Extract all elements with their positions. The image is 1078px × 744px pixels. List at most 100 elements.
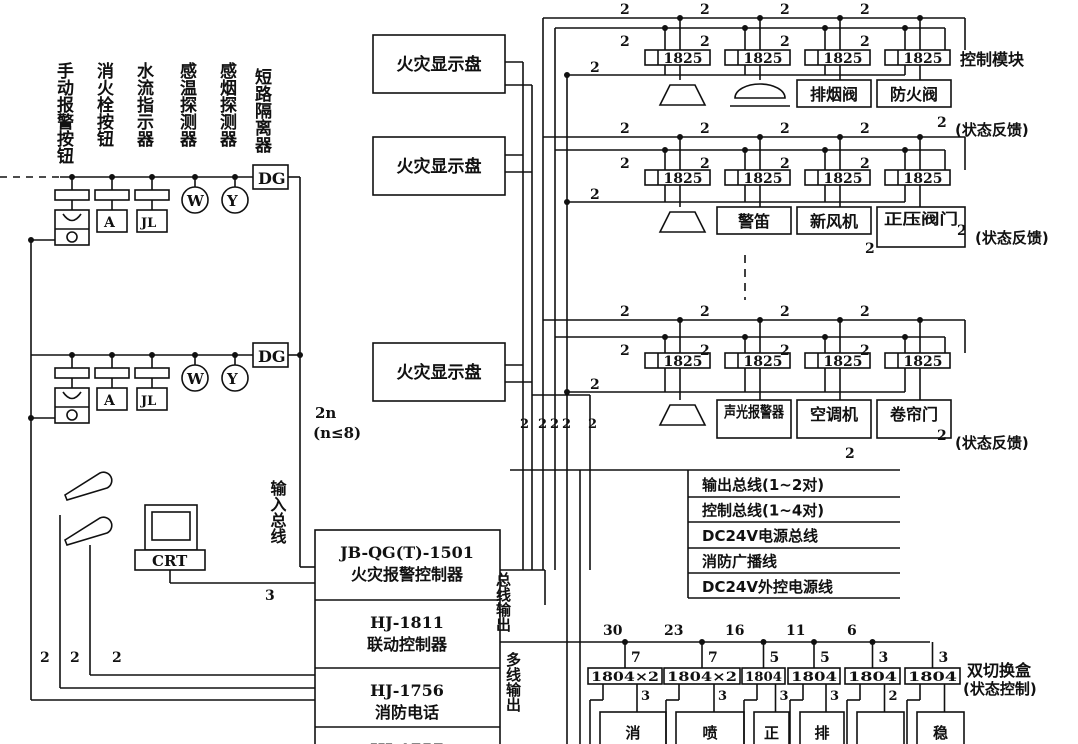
device-label-0: 手动报警按钮 [53,61,75,165]
control-module [884,169,951,186]
display-wire-count: 2 [520,417,529,432]
wire-count: 2 [620,156,630,172]
fire-phone-icon [64,516,113,546]
display-wire-count: 2 [538,417,547,432]
smoke-symbol: Y [226,370,238,388]
device-box [716,399,792,439]
hydrant-symbol: A [103,215,116,231]
module-label: 1825 [824,171,863,187]
controller-name: 消防电话 [375,703,439,722]
device-box [796,79,872,108]
wire-count: 2 [889,689,898,704]
wire-count: 11 [786,623,805,639]
wire-count: 30 [603,623,623,639]
device-box [876,399,952,439]
switch-module-label: 1804 [908,670,957,685]
wire-count: 3 [939,650,949,666]
controller-cabinet [314,529,501,744]
wire-count: 2 [620,2,630,18]
phone-wire-count: 2 [40,650,50,666]
wire-count: 2 [700,156,710,172]
controller-name: 火灾报警控制器 [351,565,464,584]
controller-model: JB-QG(T)-1501 [338,543,474,562]
dual-switch-box [904,667,961,685]
switch-module-label: 1804 [745,670,782,685]
controlled-equipment [753,711,790,744]
module-label: 1825 [664,354,703,370]
dual-switch-box [663,667,741,685]
wire-count: 2 [700,343,710,359]
status-feedback-label: (状态反馈) [955,121,1029,139]
device-label-5: 短路隔离器 [251,67,273,154]
device-box [876,206,966,248]
phone-wire-count: 2 [70,650,80,666]
bus-legend-item: 输出总线(1~2对) [702,476,824,494]
controlled-equipment [799,711,845,744]
junction-dot [564,389,570,395]
wire-count: 7 [708,650,718,666]
bus-limit: (n≤8) [313,424,361,442]
switch-module-label: 1804×2 [667,670,737,685]
smoke-symbol: Y [226,192,238,210]
wire-count: 2 [860,343,870,359]
heat-detector [181,186,209,214]
short-circuit-isolator [252,164,289,190]
device-label: 空调机 [810,405,858,424]
input-module [134,189,170,201]
heat-symbol: W [186,370,205,388]
module-label: 1825 [904,354,943,370]
module-label: 1825 [904,51,943,67]
equipment-label: 消 [625,724,640,742]
wire-count: 2 [860,156,870,172]
device-box [876,79,952,108]
feedback-wire-count: 2 [937,115,947,131]
isolator-label: DG [258,169,286,188]
wire-count: 23 [664,623,683,639]
equipment-label: 稳 [933,724,948,742]
junction-dot [564,72,570,78]
controller-model: HJ-1757 [370,740,444,744]
wire-count: 2 [590,377,600,393]
wire-count: 2 [780,304,790,320]
control-module [884,49,951,66]
controlled-equipment [916,711,965,744]
module-label: 1825 [664,171,703,187]
flow-symbol: JL [140,216,156,231]
crt-wire-count: 3 [265,588,275,604]
wire-count: 2 [700,121,710,137]
wire-count: 3 [780,689,789,704]
wire-count: 2 [780,156,790,172]
bus-legend-item: DC24V外控电源线 [702,578,833,596]
wire-count: 2 [700,34,710,50]
wire-count: 2 [620,343,630,359]
fire-display-panel [372,136,506,196]
wire-count: 2 [780,121,790,137]
bus-output-label: 总线输出 [494,571,512,633]
wire-count: 2 [620,304,630,320]
fire-display-panel [372,34,506,94]
control-module [884,352,951,369]
control-module [724,352,791,369]
input-module [54,367,90,379]
device-label-3: 感温探测器 [176,61,198,148]
wire-count: 2 [780,2,790,18]
device-label: 卷帘门 [889,405,938,424]
wire-count: 2 [620,34,630,50]
wire-count: 2 [860,34,870,50]
module-label: 1825 [904,171,943,187]
wire-count: 2 [780,34,790,50]
controlled-equipment [675,711,745,744]
control-module [724,49,791,66]
wire-count: 2 [780,343,790,359]
device-label: 正压阀门 [884,210,958,228]
device-label: 排烟阀 [810,85,858,104]
bus-legend-item: 控制总线(1~4对) [702,502,824,520]
wire-count: 7 [631,650,641,666]
switch-module-label: 1804 [848,670,897,685]
fire-display-label: 火灾显示盘 [397,156,482,177]
button-icon [62,391,82,400]
control-module [804,352,871,369]
hydrant-symbol: A [103,393,116,409]
module-label: 1825 [664,51,703,67]
